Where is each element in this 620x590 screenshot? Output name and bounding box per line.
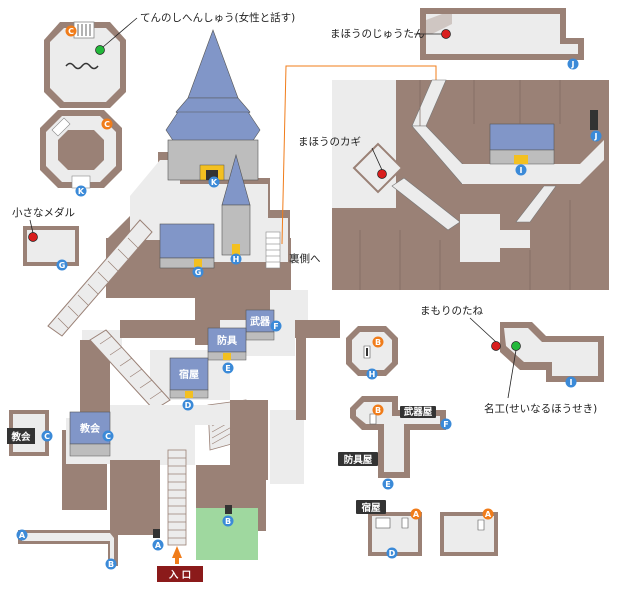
- inn-interior-label: 宿屋: [361, 502, 381, 514]
- weapon-shop-label: 武器: [250, 315, 271, 328]
- label-tenshi: てんのしへんしゅう(女性と話す): [140, 11, 295, 24]
- spire-tower: [221, 153, 251, 256]
- svg-text:I: I: [570, 378, 573, 387]
- svg-text:B: B: [225, 517, 231, 526]
- inn-label: 宿屋: [179, 368, 199, 381]
- armor-shop-label: 防具: [217, 334, 237, 347]
- treasure-key: [377, 169, 387, 179]
- svg-text:A: A: [155, 541, 162, 550]
- treasure-carpet: [441, 29, 451, 39]
- svg-text:A: A: [485, 510, 492, 519]
- svg-text:G: G: [195, 268, 202, 277]
- svg-text:A: A: [413, 510, 420, 519]
- house-g: [159, 223, 215, 259]
- svg-text:C: C: [68, 27, 74, 36]
- weapon-shop-interior-label: 武器屋: [404, 406, 433, 418]
- svg-text:E: E: [225, 364, 230, 373]
- svg-text:C: C: [104, 120, 110, 129]
- svg-text:A: A: [19, 531, 26, 540]
- svg-text:H: H: [369, 370, 376, 379]
- tower-top-room: [44, 21, 126, 108]
- main-town: [47, 152, 340, 560]
- entrance-badge: [157, 566, 203, 582]
- church-label: 教会: [79, 422, 100, 435]
- armor-shop-interior-label: 防具屋: [344, 454, 373, 466]
- svg-text:D: D: [185, 401, 192, 410]
- svg-text:F: F: [443, 420, 448, 429]
- svg-text:I: I: [520, 166, 523, 175]
- svg-text:E: E: [385, 480, 390, 489]
- svg-text:B: B: [375, 406, 381, 415]
- church-interior-label: 教会: [10, 431, 31, 443]
- svg-text:B: B: [375, 338, 381, 347]
- svg-text:G: G: [59, 261, 66, 270]
- label-uragawa: 裏側へ: [289, 252, 321, 265]
- treasure-seed: [491, 341, 501, 351]
- npc-woman-marker: [95, 45, 105, 55]
- svg-text:B: B: [108, 560, 114, 569]
- label-jutan: まほうのじゅうたん: [330, 28, 425, 40]
- svg-text:K: K: [78, 187, 85, 196]
- label-kagi: まほうのカギ: [298, 136, 361, 148]
- entrance-label: 入 口: [168, 570, 191, 581]
- back-side-area: [332, 79, 609, 290]
- svg-text:H: H: [233, 255, 240, 264]
- tower-ring-room: [40, 110, 122, 189]
- markers: A B C D E F G H K K G C A B J J I H I F …: [16, 25, 602, 570]
- svg-text:D: D: [389, 549, 396, 558]
- inn: [169, 357, 209, 391]
- svg-text:F: F: [273, 322, 278, 331]
- npc-craftsman: [511, 341, 521, 351]
- central-keep: [165, 29, 261, 181]
- svg-text:C: C: [44, 432, 50, 441]
- svg-text:K: K: [211, 178, 218, 187]
- svg-text:C: C: [105, 432, 111, 441]
- armor-shop: [207, 327, 247, 353]
- label-tane: まもりのたね: [420, 305, 483, 317]
- svg-text:J: J: [594, 132, 598, 141]
- label-meiko: 名工(せいなるほうせき): [484, 402, 597, 415]
- svg-text:J: J: [571, 60, 575, 69]
- treasure-medal: [28, 232, 38, 242]
- label-medal: 小さなメダル: [12, 206, 75, 219]
